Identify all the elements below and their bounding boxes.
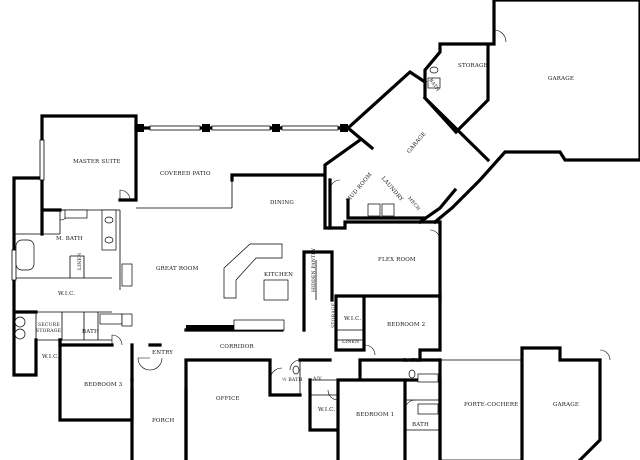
- label-storage-top: STORAGE: [458, 63, 488, 69]
- wall-master-suite: [40, 114, 138, 236]
- label-av: A/V: [312, 376, 322, 382]
- label-bath-secure: BATH: [82, 329, 99, 335]
- wall-bottom-garage: [438, 346, 602, 460]
- label-wic-master: W.I.C.: [58, 291, 75, 297]
- label-bath-bed2: BATH: [403, 358, 420, 364]
- wall-porch: [130, 388, 188, 460]
- wall-flex: [334, 294, 442, 362]
- label-flex-room: FLEX ROOM: [378, 257, 416, 263]
- label-half-bath: ½ BATH: [282, 376, 303, 383]
- label-bedroom-3: BEDROOM 3: [84, 382, 123, 388]
- label-kitchen: KITCHEN: [264, 272, 293, 278]
- label-master-suite: MASTER SUITE: [73, 159, 121, 165]
- label-bedroom-2: BEDROOM 2: [387, 322, 425, 328]
- wall-garage-angled: [345, 69, 491, 225]
- label-wic-bed1: W.I.C.: [318, 407, 335, 413]
- label-entry: ENTRY: [152, 350, 173, 356]
- label-secure-storage-2: STORAGE: [36, 328, 61, 334]
- label-porch: PORCH: [152, 418, 174, 424]
- label-secure-storage-1: SECURE: [38, 322, 60, 328]
- windows: [11, 125, 339, 281]
- label-bedroom-1: BEDROOM 1: [356, 412, 394, 418]
- label-garage-angled: GARAGE: [406, 131, 427, 155]
- label-bath-bed1: BATH: [412, 422, 429, 428]
- wall-bedroom1: [308, 358, 442, 460]
- label-mech: MECH: [406, 196, 421, 212]
- label-storage-mid: STORAGE: [331, 303, 337, 328]
- label-office: OFFICE: [216, 396, 240, 402]
- label-wic-bed2: W.I.C.: [344, 316, 361, 322]
- room-labels: STORAGE GARAGE BATH GARAGE MASTER SUITE …: [36, 63, 579, 428]
- interior-lines: [14, 175, 522, 460]
- label-linen-master: LINEN: [77, 253, 83, 270]
- label-wic-bed3: W.I.C.: [42, 354, 59, 360]
- label-porte-cochere: PORTE-COCHERE: [464, 402, 518, 408]
- wall-kitchen-east: [302, 250, 334, 332]
- label-great-room: GREAT ROOM: [156, 266, 199, 272]
- doors: [59, 29, 611, 411]
- label-laundry: LAUNDRY: [380, 176, 404, 203]
- label-dining: DINING: [270, 200, 294, 206]
- wall-bedroom3: [58, 338, 134, 382]
- label-covered-patio: COVERED PATIO: [160, 171, 211, 177]
- fixtures: [14, 66, 441, 415]
- label-garage-right: GARAGE: [548, 76, 574, 82]
- label-mud-room: MUD ROOM: [345, 172, 373, 204]
- label-linen-bed2: LINEN: [342, 339, 359, 345]
- wall-garage-right: [423, 0, 640, 225]
- label-corridor: CORRIDOR: [220, 344, 254, 350]
- wall-posts: [136, 124, 348, 330]
- label-m-bath: M. BATH: [56, 236, 83, 242]
- label-garage-bottom: GARAGE: [553, 402, 579, 408]
- label-hidden-pantry: HIDDEN PANTRY: [311, 247, 317, 292]
